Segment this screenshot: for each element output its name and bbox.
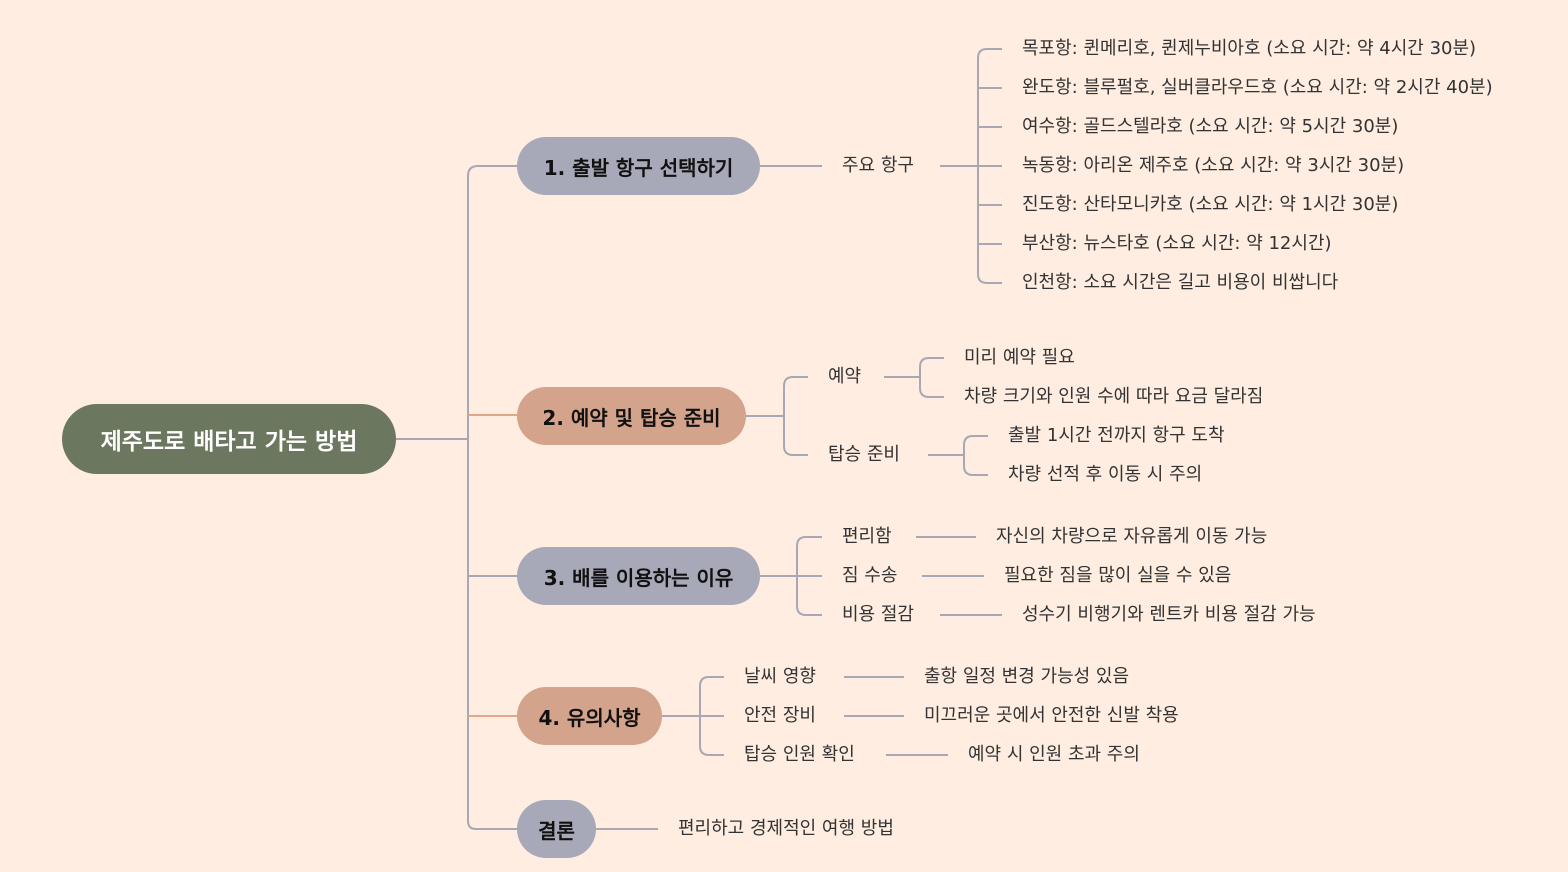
node-weather[interactable]: 날씨 영향	[744, 666, 816, 687]
leaf-boarding[interactable]: 출발 1시간 전까지 항구 도착	[1008, 425, 1225, 446]
leaf-weather[interactable]: 출항 일정 변경 가능성 있음	[924, 666, 1130, 687]
leaf-port[interactable]: 완도항: 블루펄호, 실버클라우드호 (소요 시간: 약 2시간 40분)	[1022, 77, 1493, 98]
node-headcount[interactable]: 탑승 인원 확인	[744, 744, 855, 765]
leaf-safety-gear[interactable]: 미끄러운 곳에서 안전한 신발 착용	[924, 705, 1179, 726]
leaf-port[interactable]: 여수항: 골드스텔라호 (소요 시간: 약 5시간 30분)	[1022, 116, 1399, 137]
node-boarding-prep[interactable]: 탑승 준비	[828, 444, 900, 465]
node-safety-gear[interactable]: 안전 장비	[744, 705, 816, 726]
branch-conclusion[interactable]: 결론	[517, 800, 596, 858]
leaf-cost-saving[interactable]: 성수기 비행기와 렌트카 비용 절감 가능	[1022, 604, 1316, 625]
branch-departure-port[interactable]: 1. 출발 항구 선택하기	[517, 137, 760, 195]
node-reservation[interactable]: 예약	[828, 366, 862, 387]
node-main-ports[interactable]: 주요 항구	[842, 155, 914, 176]
node-cost-saving[interactable]: 비용 절감	[842, 604, 914, 625]
root-node[interactable]: 제주도로 배타고 가는 방법	[62, 404, 396, 474]
leaf-headcount[interactable]: 예약 시 인원 초과 주의	[968, 744, 1140, 765]
node-luggage[interactable]: 짐 수송	[842, 565, 898, 586]
leaf-port[interactable]: 인천항: 소요 시간은 길고 비용이 비쌉니다	[1022, 272, 1339, 293]
leaf-reservation[interactable]: 차량 크기와 인원 수에 따라 요금 달라짐	[964, 386, 1264, 407]
node-conclusion-text[interactable]: 편리하고 경제적인 여행 방법	[678, 818, 894, 839]
branch-precautions[interactable]: 4. 유의사항	[517, 687, 662, 745]
leaf-port[interactable]: 부산항: 뉴스타호 (소요 시간: 약 12시간)	[1022, 233, 1332, 254]
branch-reasons[interactable]: 3. 배를 이용하는 이유	[517, 547, 760, 605]
leaf-port[interactable]: 녹동항: 아리온 제주호 (소요 시간: 약 3시간 30분)	[1022, 155, 1405, 176]
leaf-port[interactable]: 진도항: 산타모니카호 (소요 시간: 약 1시간 30분)	[1022, 194, 1399, 215]
leaf-port[interactable]: 목포항: 퀸메리호, 퀸제누비아호 (소요 시간: 약 4시간 30분)	[1022, 38, 1477, 59]
leaf-reservation[interactable]: 미리 예약 필요	[964, 347, 1075, 368]
node-convenience[interactable]: 편리함	[842, 526, 892, 547]
leaf-luggage[interactable]: 필요한 짐을 많이 실을 수 있음	[1004, 565, 1232, 586]
leaf-boarding[interactable]: 차량 선적 후 이동 시 주의	[1008, 464, 1203, 485]
leaf-convenience[interactable]: 자신의 차량으로 자유롭게 이동 가능	[996, 526, 1268, 547]
branch-reservation[interactable]: 2. 예약 및 탑승 준비	[517, 387, 746, 445]
